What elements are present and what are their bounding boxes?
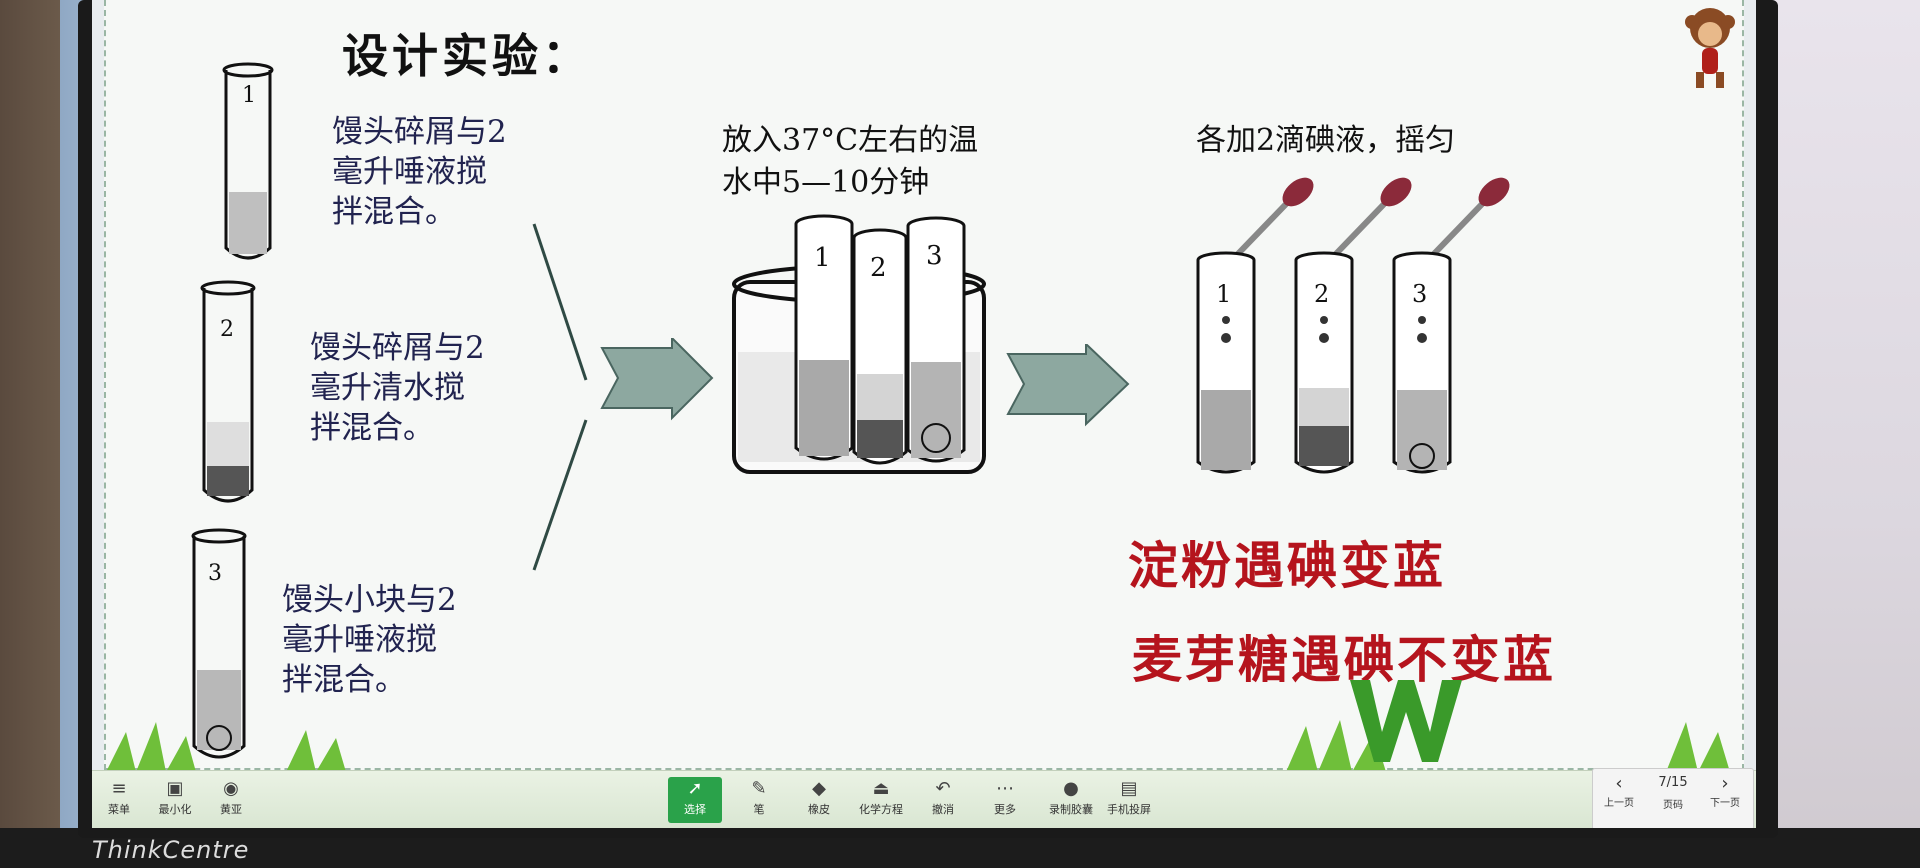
converging-lines bbox=[532, 223, 588, 571]
select-tool-button[interactable]: ➚ 选择 bbox=[668, 777, 722, 823]
undo-button[interactable]: ↶ 撤消 bbox=[916, 777, 970, 823]
record-icon: ● bbox=[1063, 778, 1079, 799]
menu-icon: ≡ bbox=[111, 778, 127, 799]
tube-3-number: 3 bbox=[208, 561, 222, 586]
user-avatar-button[interactable]: ◉ 黄亚 bbox=[204, 777, 258, 823]
cursor-icon: ➚ bbox=[687, 778, 703, 799]
menu-button[interactable]: ≡ 菜单 bbox=[92, 777, 146, 823]
water-bath-caption: 放入37°C左右的温 水中5—10分钟 bbox=[722, 123, 979, 200]
dropper-1-icon bbox=[1231, 177, 1314, 261]
tube-2-illustration: 2 bbox=[200, 280, 256, 503]
arrow-to-iodine-icon bbox=[1006, 344, 1130, 427]
whiteboard-toolbar: ≡ 菜单 ▣ 最小化 ◉ 黄亚 ➚ 选择 ✎ 笔 ◆ 橡皮 ⏏ 化学方程 ↶ bbox=[92, 770, 1756, 828]
tube-3-label: 馒头小块与2 毫升唾液搅 拌混合。 bbox=[282, 582, 457, 698]
monkey-mascot-icon bbox=[1685, 8, 1735, 88]
page-number-button[interactable]: 7/15 页码 bbox=[1658, 775, 1688, 811]
iodine-tube-3-number: 3 bbox=[1412, 280, 1427, 308]
tube-1-illustration: 1 bbox=[222, 62, 274, 260]
tube-2-number: 2 bbox=[220, 317, 234, 342]
monitor-brand-logo: ThinkCentre bbox=[92, 836, 250, 864]
result-maltose: 麦芽糖遇碘不变蓝 bbox=[1132, 631, 1556, 689]
phone-cast-button[interactable]: ▤ 手机投屏 bbox=[1102, 777, 1156, 823]
eraser-tool-button[interactable]: ◆ 橡皮 bbox=[792, 777, 846, 823]
iodine-caption: 各加2滴碘液，摇匀 bbox=[1196, 123, 1456, 158]
more-button[interactable]: ⋯ 更多 bbox=[978, 777, 1032, 823]
grass-decoration-icon bbox=[106, 720, 1730, 772]
formula-tool-button[interactable]: ⏏ 化学方程 bbox=[854, 777, 908, 823]
bath-tube-3-number: 3 bbox=[926, 241, 943, 271]
slide-title: 设计实验： bbox=[342, 29, 592, 83]
iodine-tube-2-number: 2 bbox=[1314, 280, 1329, 308]
bath-tube-1-number: 1 bbox=[814, 243, 831, 273]
next-page-button[interactable]: › 下一页 bbox=[1703, 773, 1747, 809]
iodine-tube-1-number: 1 bbox=[1216, 280, 1231, 308]
chevron-left-icon: ‹ bbox=[1615, 773, 1623, 794]
tube-1-number: 1 bbox=[242, 83, 256, 108]
tube-2-label: 馒头碎屑与2 毫升清水搅 拌混合。 bbox=[310, 330, 485, 446]
bath-tube-2-number: 2 bbox=[870, 253, 887, 283]
chevron-right-icon: › bbox=[1721, 773, 1729, 794]
undo-icon: ↶ bbox=[935, 778, 951, 799]
result-starch: 淀粉遇碘变蓝 bbox=[1128, 537, 1446, 595]
dropper-3-icon bbox=[1427, 177, 1510, 261]
monitor-screen: 设计实验： 1 2 3 馒头碎屑与2 毫升唾液搅 拌混合。 bbox=[92, 0, 1756, 828]
more-icon: ⋯ bbox=[996, 778, 1014, 799]
arrow-to-water-bath-icon bbox=[600, 338, 714, 421]
page-navigator: ‹ 上一页 7/15 页码 › 下一页 bbox=[1592, 768, 1754, 828]
minimize-icon: ▣ bbox=[166, 778, 184, 799]
dropper-2-icon bbox=[1329, 177, 1412, 261]
avatar-icon: ◉ bbox=[223, 778, 239, 799]
record-capsule-button[interactable]: ● 录制胶囊 bbox=[1044, 777, 1098, 823]
w-letter-decoration-icon bbox=[1350, 680, 1462, 762]
formula-icon: ⏏ bbox=[872, 778, 890, 799]
eraser-icon: ◆ bbox=[812, 778, 826, 799]
iodine-tubes-illustration: 1 2 3 bbox=[1196, 177, 1510, 474]
water-bath-illustration: 1 2 3 bbox=[732, 214, 986, 474]
minimize-button[interactable]: ▣ 最小化 bbox=[148, 777, 202, 823]
pen-tool-button[interactable]: ✎ 笔 bbox=[732, 777, 786, 823]
prev-page-button[interactable]: ‹ 上一页 bbox=[1597, 773, 1641, 809]
cast-icon: ▤ bbox=[1120, 778, 1138, 799]
pen-icon: ✎ bbox=[751, 778, 767, 799]
tube-1-label: 馒头碎屑与2 毫升唾液搅 拌混合。 bbox=[332, 114, 507, 230]
tube-3-illustration: 3 bbox=[191, 528, 247, 759]
presentation-slide: 设计实验： 1 2 3 馒头碎屑与2 毫升唾液搅 拌混合。 bbox=[104, 0, 1744, 772]
background-wall-right bbox=[1760, 0, 1920, 868]
